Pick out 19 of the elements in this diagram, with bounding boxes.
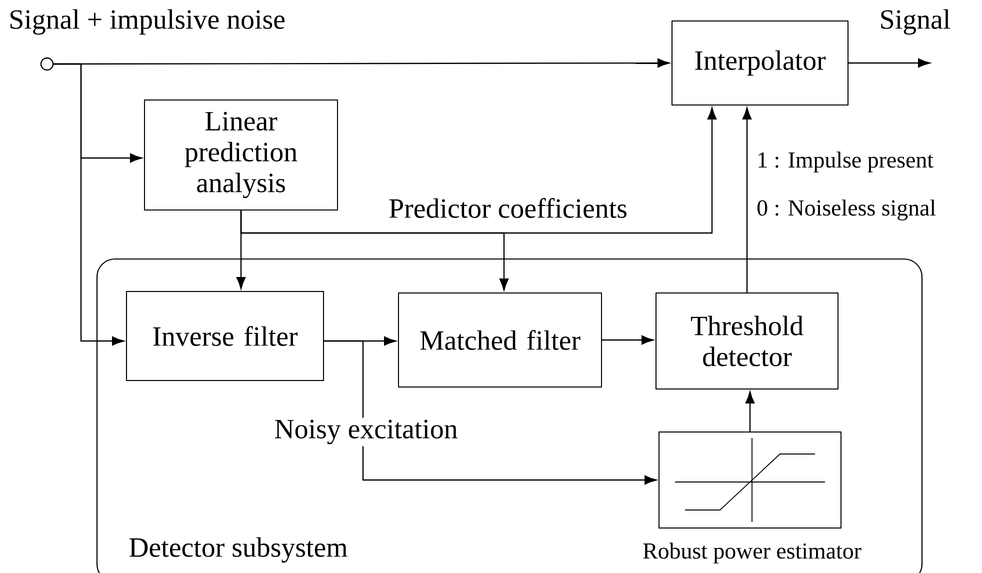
process-box: Threshold detector <box>656 292 838 390</box>
process-box: Interpolator <box>672 20 848 106</box>
edge-label: Predictor coefficients <box>389 198 626 218</box>
arrow <box>602 335 654 345</box>
arrow <box>745 391 755 432</box>
arrow <box>742 108 752 292</box>
arrow <box>324 340 657 485</box>
process-box: Inverse filter <box>126 291 324 381</box>
edge-label: Noisy excitation <box>272 418 460 446</box>
process-box: Linear prediction analysis <box>144 100 338 210</box>
signal-note: 0 : Noiseless signal <box>757 200 936 220</box>
edge-label: Signal <box>881 9 950 35</box>
input-label: Signal + impulsive noise <box>10 9 285 35</box>
estimator-label: Robust power estimator <box>643 542 862 564</box>
arrow <box>240 108 717 234</box>
arrow <box>54 63 124 346</box>
arrow <box>848 58 930 68</box>
process-box: Matched filter <box>398 292 602 388</box>
signal-note: 1 : Impulse present <box>758 152 934 172</box>
